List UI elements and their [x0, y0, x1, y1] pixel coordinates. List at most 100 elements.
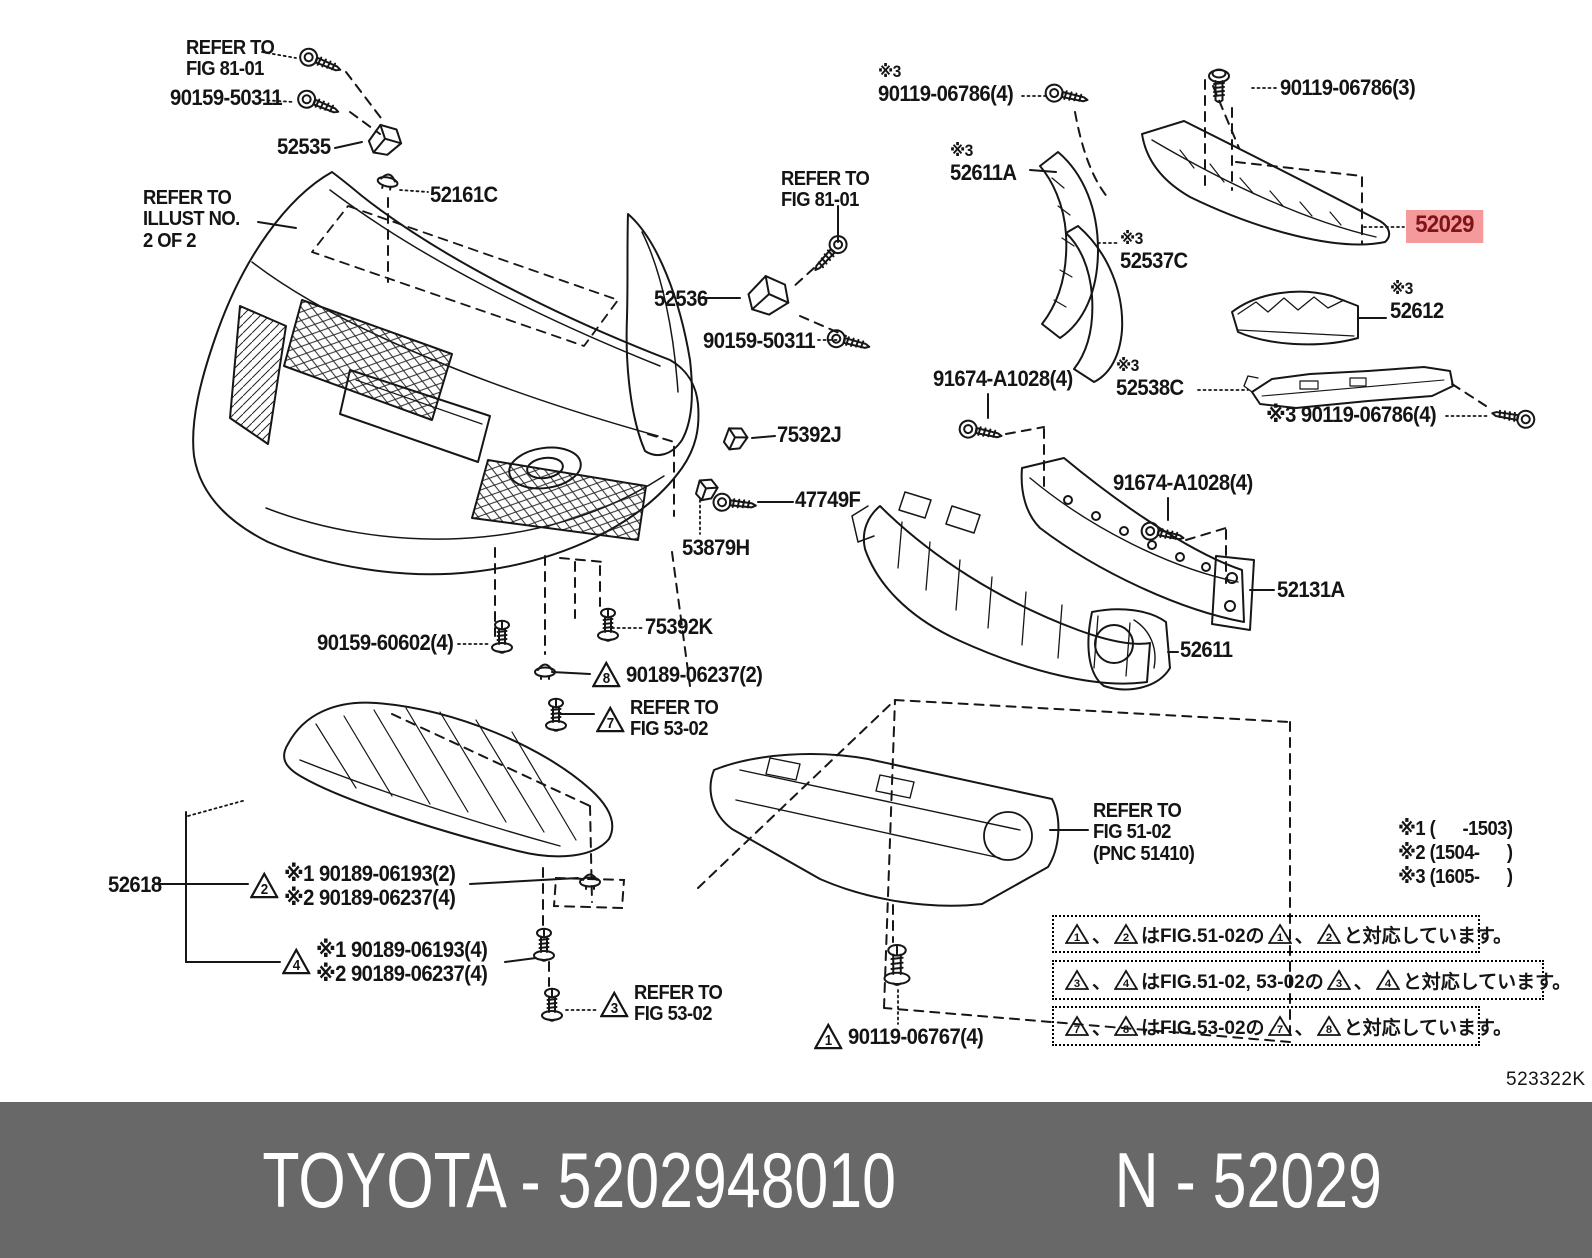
- part-90119-06786-4-right-line-0: ※3 90119-06786(4): [1266, 402, 1437, 427]
- tri7-refer-fig53-02-line-0: REFER TO: [630, 697, 719, 719]
- triangle-marker-icon: 1: [814, 1022, 843, 1050]
- apron-seal-52537C-art: [1066, 226, 1122, 382]
- screw-icon: [883, 943, 911, 987]
- part-90159-60602: 90159-60602(4): [317, 631, 454, 655]
- part-75392J: 75392J: [777, 422, 842, 447]
- part-52535-line-0: 52535: [277, 134, 331, 159]
- triangle-marker-icon: 1: [1065, 923, 1089, 944]
- part-52611-line-0: 52611: [1180, 637, 1233, 662]
- part-52537C-line-1: 52537C: [1120, 247, 1188, 273]
- part-52611A-line-0: ※3: [950, 141, 973, 160]
- part-52538C-line-1: 52538C: [1116, 374, 1184, 400]
- screw-icon: [597, 607, 619, 642]
- part-90119-06786-4-top-line-1: 90119-06786(4): [878, 80, 1014, 106]
- triangle-marker-icon: 1: [1267, 923, 1292, 944]
- triangle-marker-icon: 4: [1375, 969, 1400, 990]
- triangle-marker-number: 8: [1325, 1024, 1331, 1036]
- triangle-marker-number: 2: [1325, 932, 1331, 944]
- part-52612-line-1: 52612: [1390, 297, 1444, 323]
- triangle-marker-icon: 8: [592, 660, 621, 688]
- triangle-marker-number: 4: [293, 957, 301, 974]
- part-52537C-line-0: ※3: [1120, 229, 1143, 248]
- tri3-refer-fig53-02-line-1: FIG 53-02: [634, 1003, 712, 1026]
- triangle-marker-number: 1: [825, 1032, 833, 1049]
- part-52536-line-0: 52536: [654, 286, 708, 311]
- triangle-marker-icon: 8: [1114, 1015, 1139, 1036]
- part-52535: 52535: [277, 135, 331, 159]
- tri2-fasteners-line-0: ※1 90189-06193(2): [284, 861, 456, 886]
- note-text: と対応しています。: [1343, 925, 1513, 947]
- part-90159-50311-top-line-0: 90159-50311: [170, 85, 283, 110]
- triangle-marker-icon: 3: [1326, 969, 1351, 990]
- part-53879H-line-0: 53879H: [682, 535, 750, 560]
- refer-illust-2of2-line-1: ILLUST NO.: [143, 208, 240, 231]
- solid-leader-lines: [156, 142, 1386, 962]
- part-90159-50311-top: 90159-50311: [170, 85, 283, 110]
- tri1-part-90119-06767-line-0: 90119-06767(4): [848, 1023, 984, 1049]
- triangle-marker-number: 3: [1074, 978, 1080, 990]
- part-75392J-line-0: 75392J: [777, 422, 842, 447]
- energy-absorber-art: [852, 492, 1150, 684]
- bolt-icon: [1208, 68, 1230, 103]
- part-90119-06786-4-top-line-0: ※3: [878, 62, 901, 81]
- refer-fig81-01-top-line-1: FIG 81-01: [186, 58, 264, 81]
- diagram-code-line-0: 523322K: [1506, 1069, 1586, 1090]
- part-52612-line-0: ※3: [1390, 279, 1413, 298]
- screw-icon: [541, 987, 563, 1022]
- part-47749F-line-0: 47749F: [795, 487, 861, 512]
- part-52161C-line-0: 52161C: [430, 182, 498, 207]
- refer-illust-2of2-line-2: 2 OF 2: [143, 229, 196, 252]
- applicability-legend-line-1: ※2 (1504- ): [1398, 842, 1513, 864]
- part-91674-A1028-left: 91674-A1028(4): [933, 367, 1073, 391]
- clip-icon: [691, 474, 722, 504]
- triangle-marker-icon: 3: [600, 990, 629, 1018]
- part-90159-50311-mid: 90159-50311: [703, 329, 816, 353]
- engine-under-cover-art: [711, 754, 1059, 906]
- dashed-construction-lines: [346, 72, 1486, 1042]
- triangle-marker-number: 2: [1123, 932, 1129, 944]
- part-52131A: 52131A: [1277, 578, 1345, 602]
- triangle-marker-number: 7: [1276, 1024, 1282, 1036]
- part-52029-highlighted: 52029: [1406, 210, 1484, 243]
- part-52611: 52611: [1180, 637, 1233, 662]
- triangle-marker-number: 4: [1385, 978, 1392, 990]
- bolt-icon: [1043, 82, 1091, 109]
- triangle-marker-number: 7: [1074, 1024, 1080, 1036]
- part-52029-highlighted-line-0: 52029: [1415, 211, 1474, 238]
- tri1-part-90119-06767: 1 90119-06767(4): [814, 1022, 984, 1051]
- part-52538C-line-0: ※3: [1116, 356, 1139, 375]
- front-bumper-cover-art: [193, 172, 698, 574]
- grommet-icon: [375, 171, 400, 192]
- clip-icon: [720, 423, 751, 453]
- note-text: と対応しています。: [1402, 971, 1572, 993]
- screw-icon: [533, 927, 555, 962]
- triangle-marker-icon: 7: [1267, 1015, 1292, 1036]
- note-text: と対応しています。: [1343, 1017, 1513, 1039]
- part-52131A-line-0: 52131A: [1277, 577, 1345, 602]
- seal-pad-52612-art: [1232, 292, 1358, 345]
- triangle-marker-number: 2: [261, 881, 269, 898]
- bracket-52538C-art: [1244, 367, 1453, 408]
- note-text: 、: [1294, 925, 1314, 947]
- grommet-icon: [579, 873, 601, 890]
- apron-seal-52611A-art: [1040, 152, 1098, 338]
- applicability-legend-line-0: ※1 ( -1503): [1398, 818, 1513, 840]
- bolt-icon: [1139, 520, 1187, 547]
- triangle-marker-number: 4: [1123, 978, 1130, 990]
- refer-fig81-01-top-line-0: REFER TO: [186, 37, 275, 59]
- refer-fig81-01-mid-line-0: REFER TO: [781, 168, 870, 190]
- triangle-marker-icon: 4: [1114, 969, 1139, 990]
- footer-fig-code: N - 52029: [1114, 1135, 1382, 1224]
- under-cover-front-art: [284, 703, 612, 857]
- note-text: 、: [1294, 1017, 1314, 1039]
- tri2-fasteners: 2※1 90189-06193(2)※2 90189-06237(4): [250, 861, 456, 909]
- note-text: 、: [1092, 1017, 1112, 1039]
- note-text: 、: [1353, 971, 1373, 993]
